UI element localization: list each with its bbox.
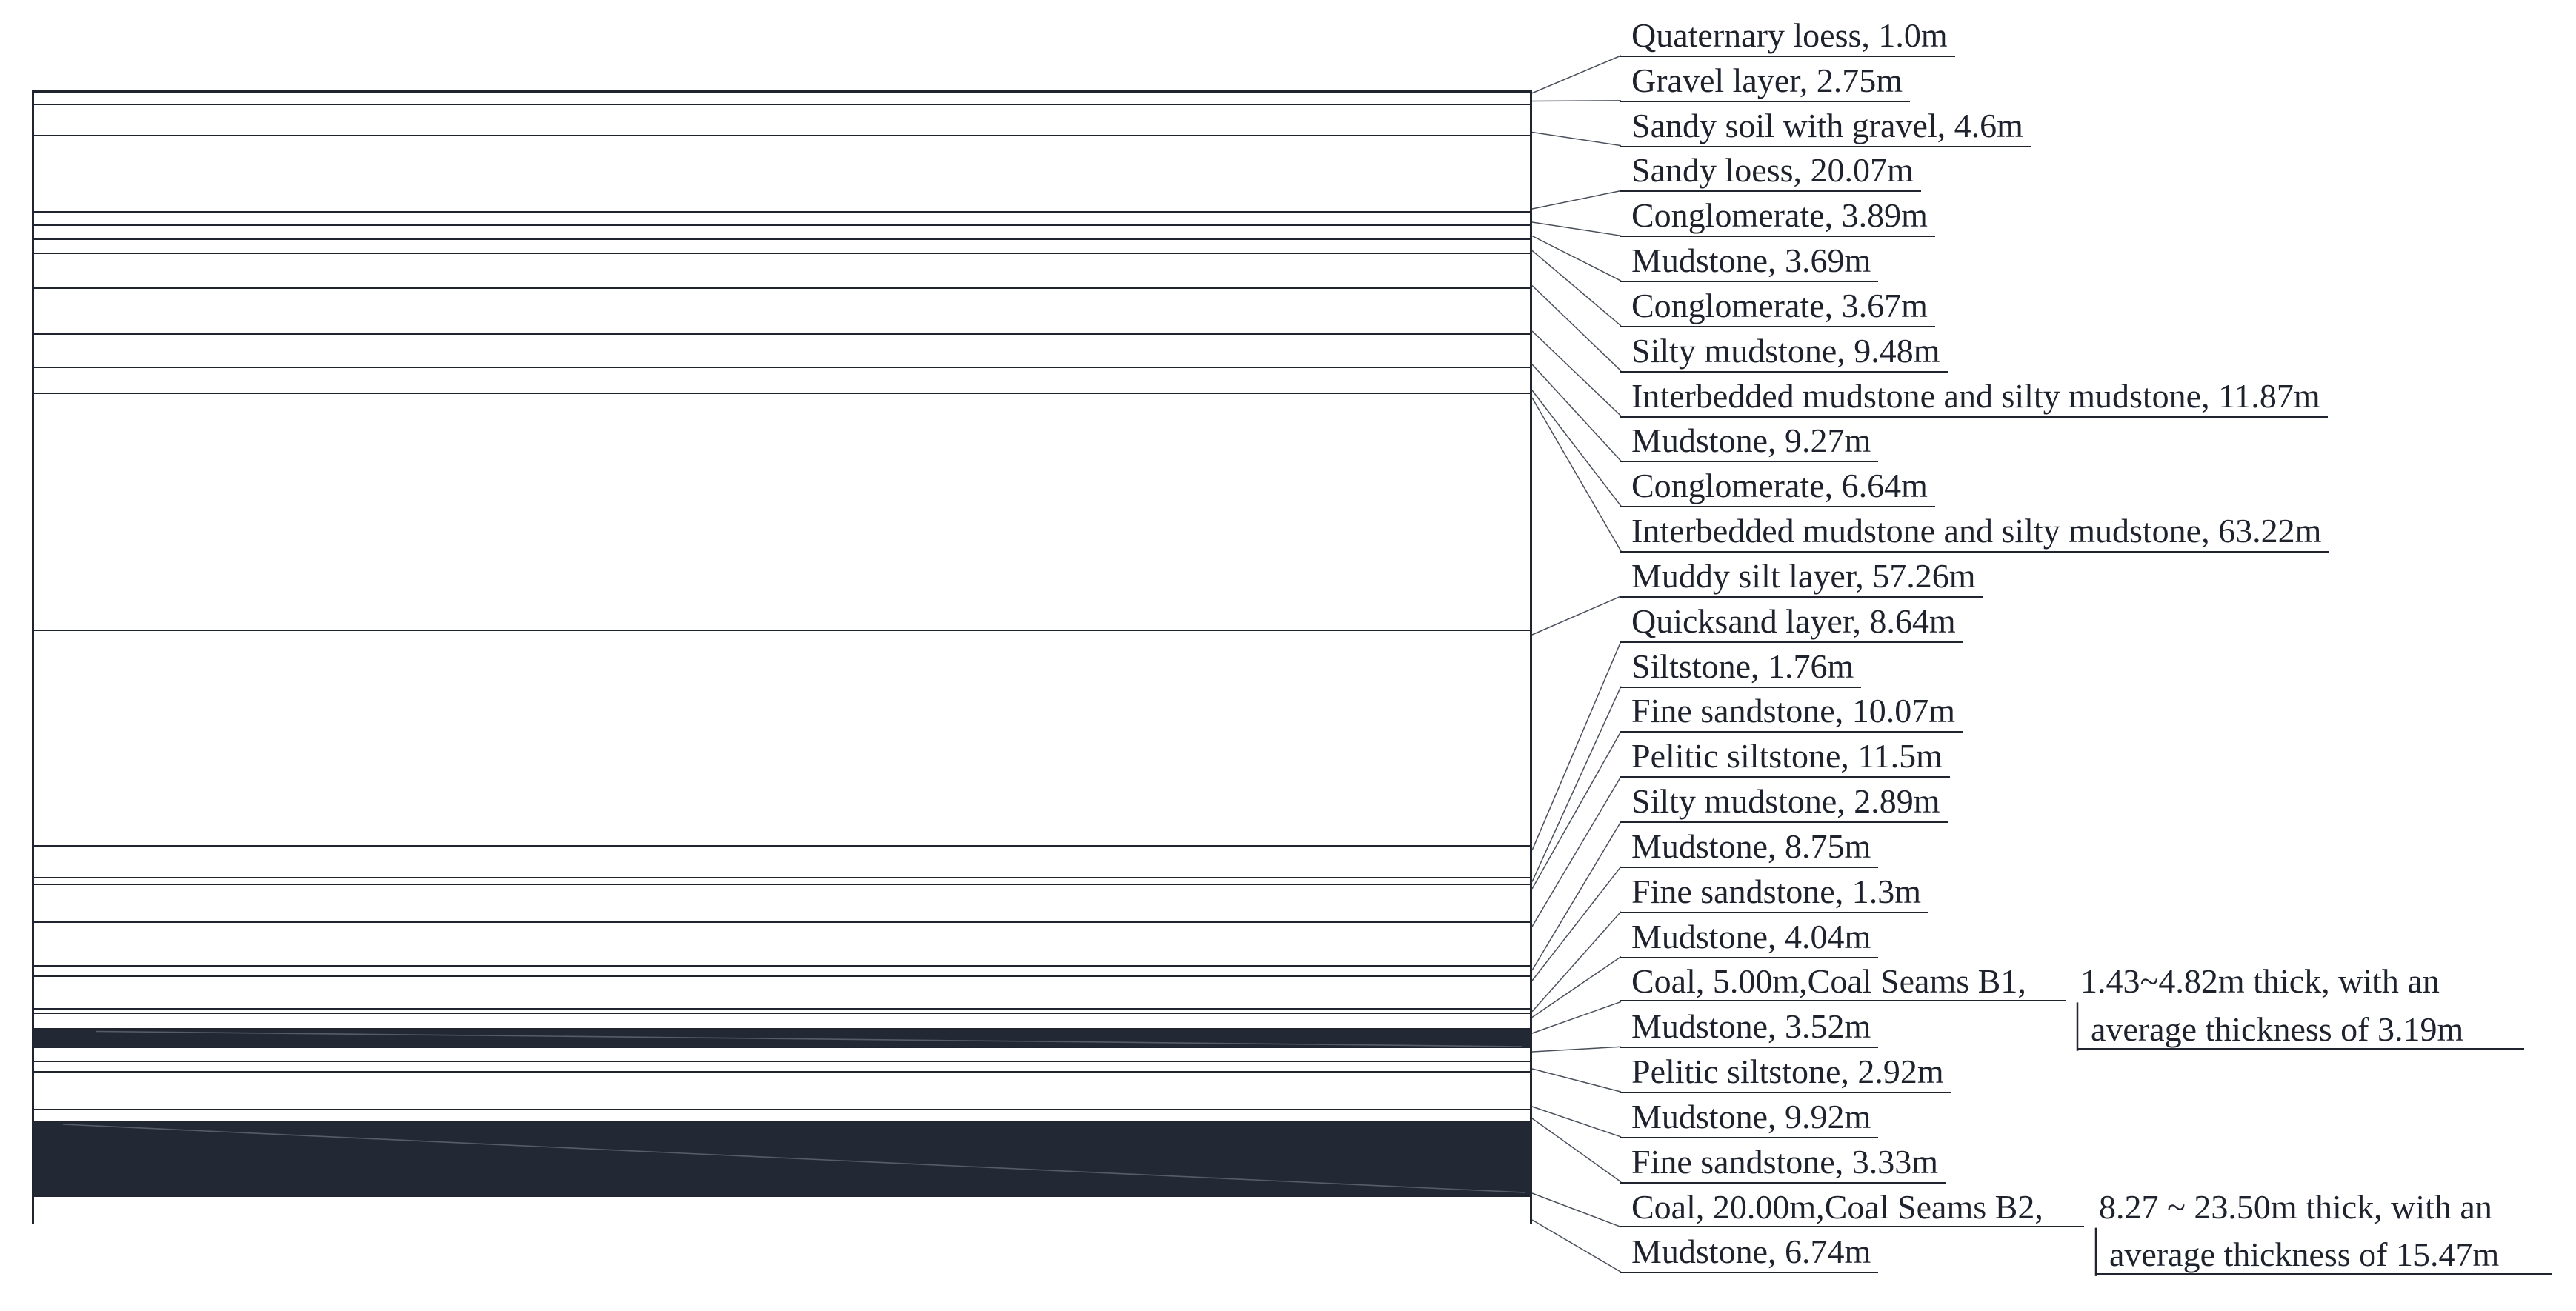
layer-silty-mudstone-2: [34, 967, 1530, 977]
layer-label-fine-sandstone-3: Fine sandstone, 3.33m: [1620, 1143, 1946, 1184]
leader-line-mudstone-2: [1531, 364, 1622, 461]
layer-conglomerate-3: [34, 368, 1530, 394]
layer-sandy-soil-with-gravel: [34, 104, 1530, 136]
layer-label-fine-sandstone-1: Fine sandstone, 10.07m: [1620, 692, 1963, 733]
layer-mudstone-5: [34, 1048, 1530, 1062]
label-underlined-part: Coal, 5.00m,Coal Seams B1,: [1620, 962, 2066, 1002]
layer-label-silty-mudstone-1: Silty mudstone, 9.48m: [1620, 332, 1948, 373]
layer-label-fine-sandstone-2: Fine sandstone, 1.3m: [1620, 873, 1928, 913]
layer-label-mudstone-2: Mudstone, 9.27m: [1620, 421, 1879, 463]
label-underlined-part: Coal, 20.00m,Coal Seams B2,: [1620, 1188, 2084, 1227]
layer-label-quicksand-layer: Quicksand layer, 8.64m: [1620, 602, 1963, 643]
layer-interbedded-2: [34, 394, 1530, 631]
layer-gravel-layer: [34, 96, 1530, 105]
layer-sandy-loess: [34, 136, 1530, 213]
layer-quicksand-layer: [34, 847, 1530, 878]
layer-label-silty-mudstone-2: Silty mudstone, 2.89m: [1620, 782, 1948, 824]
layer-label-quaternary-loess: Quaternary loess, 1.0m: [1620, 16, 1955, 57]
layer-label-pelitic-siltstone-1: Pelitic siltstone, 11.5m: [1620, 737, 1950, 778]
layer-label-conglomerate-3: Conglomerate, 6.64m: [1620, 467, 1935, 508]
layer-coal-b2: [34, 1122, 1530, 1197]
layer-label-mudstone-1: Mudstone, 3.69m: [1620, 241, 1879, 283]
layer-label-coal-b1: Coal, 5.00m,Coal Seams B1, 1.43~4.82m thi…: [1620, 962, 2440, 1002]
leader-line-fine-sandstone-2: [1531, 911, 1622, 1013]
layer-label-gravel-layer: Gravel layer, 2.75m: [1620, 61, 1911, 102]
layer-coal-b1: [34, 1030, 1530, 1048]
leader-line-silty-mudstone-2: [1531, 821, 1622, 971]
leader-line-conglomerate-2: [1531, 250, 1622, 327]
label-note-line1: 1.43~4.82m thick, with an: [2080, 962, 2440, 1001]
layer-label-conglomerate-2: Conglomerate, 3.67m: [1620, 287, 1935, 327]
label-note-line1: 8.27 ~ 23.50m thick, with an: [2099, 1187, 2492, 1226]
layer-interbedded-1: [34, 289, 1530, 335]
layer-label-mudstone-4: Mudstone, 4.04m: [1620, 918, 1879, 958]
layer-muddy-silt-layer: [34, 631, 1530, 847]
leader-line-interbedded-2: [1531, 397, 1622, 552]
leader-line-fine-sandstone-3: [1531, 1118, 1622, 1183]
leader-line-sandy-loess: [1531, 190, 1622, 210]
leader-line-sandy-soil-with-gravel: [1531, 131, 1622, 147]
leader-line-conglomerate-1: [1531, 221, 1622, 237]
layer-mudstone-1: [34, 226, 1530, 240]
layer-silty-mudstone-1: [34, 254, 1530, 290]
leader-line-mudstone-1: [1531, 235, 1622, 281]
leader-line-silty-mudstone-1: [1531, 284, 1622, 372]
layer-pelitic-siltstone-2: [34, 1062, 1530, 1073]
leader-line-coal-b2: [1531, 1192, 1622, 1228]
leader-line-mudstone-5: [1531, 1046, 1622, 1053]
layer-label-sandy-loess: Sandy loess, 20.07m: [1620, 151, 1921, 193]
leader-line-coal-b1: [1531, 1001, 1622, 1034]
leader-line-mudstone-3: [1531, 866, 1622, 981]
layer-mudstone-6: [34, 1073, 1530, 1110]
layer-conglomerate-1: [34, 213, 1530, 226]
layer-siltstone: [34, 878, 1530, 885]
layer-mudstone-4: [34, 1013, 1530, 1030]
layer-label-sandy-soil-with-gravel: Sandy soil with gravel, 4.6m: [1620, 107, 2031, 147]
leader-line-mudstone-7: [1531, 1219, 1622, 1273]
leader-line-quaternary-loess: [1531, 55, 1622, 94]
layer-label-muddy-silt-layer: Muddy silt layer, 57.26m: [1620, 557, 1983, 598]
layer-mudstone-2: [34, 335, 1530, 368]
layer-label-interbedded-2: Interbedded mudstone and silty mudstone,…: [1620, 512, 2329, 553]
layer-label-siltstone: Siltstone, 1.76m: [1620, 647, 1862, 688]
leader-line-mudstone-4: [1531, 955, 1622, 1018]
label-note-line2-coal-b2: average thickness of 15.47m: [2096, 1235, 2552, 1275]
leader-line-siltstone: [1531, 686, 1622, 882]
layer-mudstone-3: [34, 977, 1530, 1010]
layer-label-interbedded-1: Interbedded mudstone and silty mudstone,…: [1620, 377, 2328, 418]
layer-label-pelitic-siltstone-2: Pelitic siltstone, 2.92m: [1620, 1053, 1951, 1094]
strat-column: [32, 90, 1532, 1224]
leader-line-pelitic-siltstone-1: [1531, 775, 1622, 927]
leader-line-mudstone-6: [1531, 1106, 1622, 1138]
leader-line-conglomerate-3: [1531, 390, 1622, 507]
layer-label-coal-b2: Coal, 20.00m,Coal Seams B2, 8.27 ~ 23.50m…: [1620, 1188, 2492, 1227]
layer-label-mudstone-3: Mudstone, 8.75m: [1620, 827, 1879, 868]
layer-label-conglomerate-1: Conglomerate, 3.89m: [1620, 196, 1935, 238]
layer-label-mudstone-5: Mudstone, 3.52m: [1620, 1007, 1879, 1049]
layer-label-mudstone-7: Mudstone, 6.74m: [1620, 1232, 1879, 1274]
leader-line-fine-sandstone-1: [1531, 731, 1622, 890]
layer-mudstone-7: [34, 1197, 1530, 1224]
leader-line-quicksand-layer: [1531, 641, 1622, 851]
layer-pelitic-siltstone-1: [34, 923, 1530, 967]
leader-line-pelitic-siltstone-2: [1531, 1068, 1622, 1092]
layer-fine-sandstone-2: [34, 1010, 1530, 1014]
layer-fine-sandstone-1: [34, 885, 1530, 923]
leader-line-interbedded-1: [1531, 330, 1622, 417]
label-note-line2-coal-b1: average thickness of 3.19m: [2077, 1010, 2524, 1050]
leader-line-muddy-silt-layer: [1531, 596, 1622, 636]
layer-label-mudstone-6: Mudstone, 9.92m: [1620, 1098, 1879, 1138]
layer-conglomerate-2: [34, 239, 1530, 255]
layer-fine-sandstone-3: [34, 1110, 1530, 1122]
